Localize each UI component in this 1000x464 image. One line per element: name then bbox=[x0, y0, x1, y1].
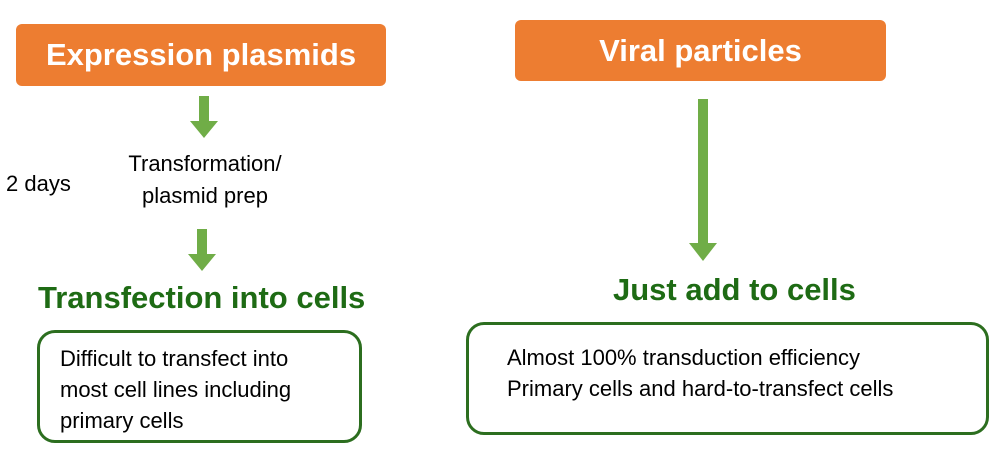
plasmid-prep-step-line: plasmid prep bbox=[142, 183, 268, 208]
arrow-down-icon bbox=[188, 229, 216, 271]
transfection-heading: Transfection into cells bbox=[38, 280, 366, 315]
expression-plasmids-header-label: Expression plasmids bbox=[45, 37, 357, 72]
note-line: primary cells bbox=[60, 408, 184, 433]
expression-plasmids-header: Expression plasmids bbox=[16, 24, 386, 86]
plasmid-prep-step-line: Transformation/ bbox=[128, 151, 282, 176]
arrow-down-icon bbox=[689, 99, 717, 261]
duration-label: 2 days bbox=[6, 171, 71, 196]
note-line: Primary cells and hard-to-transfect cell… bbox=[507, 376, 894, 401]
note-line: most cell lines including bbox=[60, 377, 292, 402]
viral-particles-header: Viral particles bbox=[515, 20, 886, 81]
note-line: Difficult to transfect into bbox=[60, 346, 289, 371]
viral-particles-header-label: Viral particles bbox=[599, 32, 802, 68]
just-add-heading: Just add to cells bbox=[613, 272, 856, 307]
transduction-note-box: Almost 100% transduction efficiency Prim… bbox=[466, 322, 989, 435]
plasmid-prep-step: Transformation/ plasmid prep bbox=[100, 148, 310, 212]
arrow-down-icon bbox=[190, 96, 218, 138]
transfection-note-box: Difficult to transfect into most cell li… bbox=[37, 330, 362, 443]
note-line: Almost 100% transduction efficiency bbox=[507, 345, 860, 370]
